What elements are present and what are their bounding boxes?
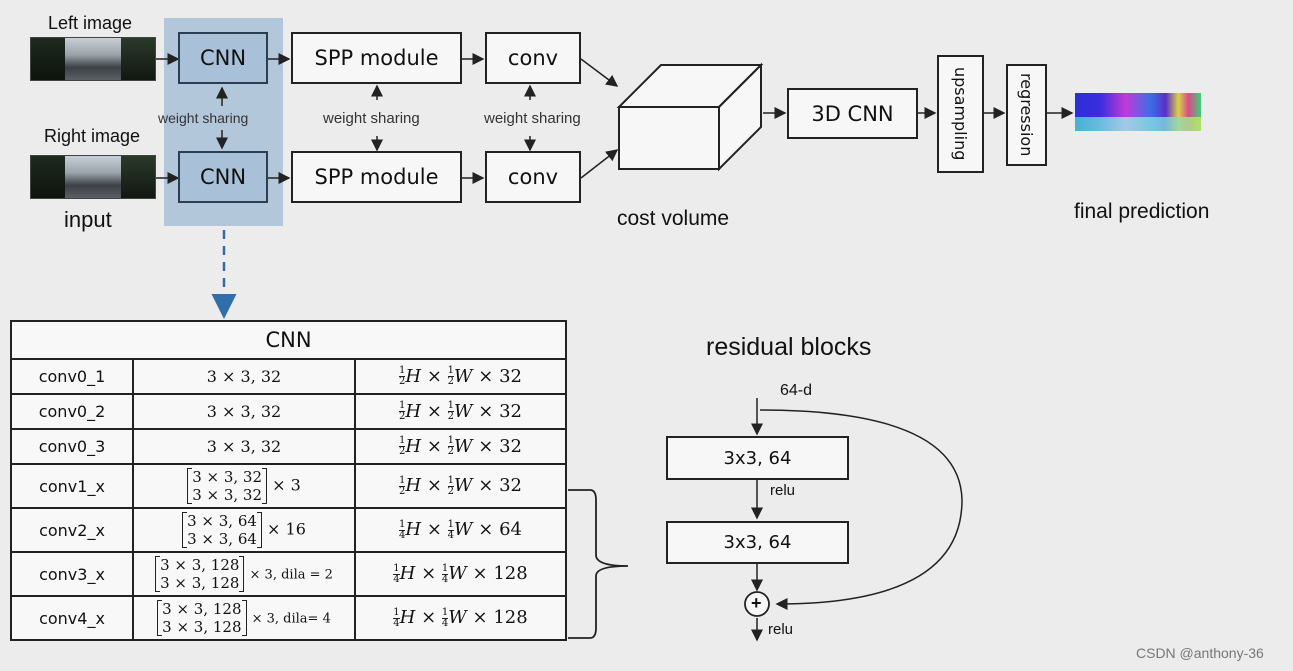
weight-sharing-label-cnn: weight sharing bbox=[158, 110, 249, 126]
layer-setting: 3 × 3, 32 bbox=[132, 393, 356, 430]
final-prediction-label: final prediction bbox=[1074, 200, 1210, 223]
table-header-row: CNN bbox=[10, 320, 567, 360]
layer-name: conv4_x bbox=[10, 595, 134, 641]
residual-conv-block-1: 3x3, 64 bbox=[666, 436, 849, 480]
3d-cnn-box: 3D CNN bbox=[787, 88, 918, 139]
conv-box-top: conv bbox=[485, 32, 581, 84]
right-image-thumbnail bbox=[30, 155, 156, 199]
residual-blocks-title: residual blocks bbox=[706, 333, 872, 361]
relu-label-1: relu bbox=[770, 482, 796, 499]
cost-volume-cube bbox=[616, 62, 764, 172]
layer-name: conv0_2 bbox=[10, 393, 134, 430]
weight-sharing-arrows bbox=[216, 84, 536, 152]
arrow-conv-cost-top bbox=[580, 58, 619, 87]
weight-sharing-label-spp: weight sharing bbox=[323, 110, 420, 127]
conv-box-bottom: conv bbox=[485, 151, 581, 203]
cnn-box-top: CNN bbox=[178, 32, 268, 84]
layer-name: conv0_3 bbox=[10, 428, 134, 465]
table-header: CNN bbox=[10, 320, 567, 360]
layer-name: conv3_x bbox=[10, 551, 134, 597]
final-prediction-image bbox=[1075, 93, 1201, 131]
residual-input-label: 64-d bbox=[780, 382, 813, 399]
right-image-label: Right image bbox=[44, 126, 141, 146]
residual-add-circle bbox=[744, 591, 770, 617]
spp-module-box-top: SPP module bbox=[291, 32, 462, 84]
layer-name: conv1_x bbox=[10, 463, 134, 509]
layer-name: conv2_x bbox=[10, 507, 134, 553]
arrow-conv-cost-bottom bbox=[580, 149, 619, 179]
upsampling-box: upsampling bbox=[937, 55, 984, 173]
cost-volume-label: cost volume bbox=[617, 207, 730, 230]
left-image-label: Left image bbox=[48, 13, 133, 33]
cnn-box-bottom: CNN bbox=[178, 151, 268, 203]
weight-sharing-label-conv: weight sharing bbox=[484, 110, 581, 127]
residual-arrows bbox=[751, 398, 963, 642]
add-symbol: + bbox=[751, 593, 762, 613]
watermark-text: CSDN @anthony-36 bbox=[1136, 645, 1264, 661]
regression-box: regression bbox=[1006, 64, 1047, 166]
layer-setting: 3 × 3, 32 bbox=[132, 428, 356, 465]
layer-name: conv0_1 bbox=[10, 358, 134, 395]
residual-conv-block-2: 3x3, 64 bbox=[666, 521, 849, 564]
spp-module-box-bottom: SPP module bbox=[291, 151, 462, 203]
input-label: input bbox=[64, 207, 112, 232]
left-image-thumbnail bbox=[30, 37, 156, 81]
relu-label-2: relu bbox=[768, 621, 794, 638]
residual-brace bbox=[568, 489, 629, 639]
layer-setting: 3 × 3, 32 bbox=[132, 358, 356, 395]
